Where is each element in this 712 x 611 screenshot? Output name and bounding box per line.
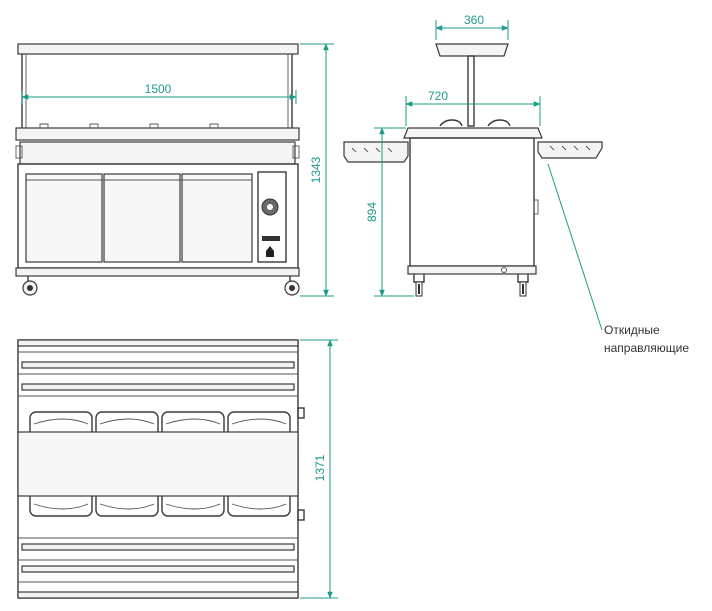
side-pan-1 [439, 119, 463, 127]
front-door-1 [25, 173, 103, 263]
side-tray-left [343, 141, 409, 163]
dim-plan-label: 1371 [313, 454, 327, 481]
side-tray-right [537, 141, 603, 159]
side-wheel-right [517, 274, 529, 297]
note-line-1: Откидные [604, 323, 660, 337]
dim-height-label: 1343 [309, 156, 323, 183]
note-line-2: направляющие [604, 341, 689, 355]
side-base [407, 265, 537, 275]
side-pan-2 [487, 119, 511, 127]
front-door-3 [181, 173, 253, 263]
front-apron [19, 141, 296, 165]
dim-depth-label: 720 [428, 89, 448, 103]
plan-gantry-shelf [17, 431, 299, 497]
side-counter-top [403, 127, 543, 139]
side-wheel-left [413, 274, 425, 297]
note-leader [547, 163, 603, 331]
side-gantry-top [435, 43, 509, 57]
plan-view: 1371 [17, 339, 338, 599]
dim-counter-label: 894 [365, 202, 379, 222]
front-wheel-right [284, 276, 300, 296]
switch-icon [262, 236, 280, 241]
front-counter-top [15, 127, 300, 141]
dim-width-label: 1500 [145, 82, 172, 96]
side-body [409, 137, 535, 267]
side-view: 360 720 [343, 13, 689, 355]
front-wheel-left [22, 276, 38, 296]
front-base [15, 267, 300, 277]
control-panel [257, 171, 287, 263]
front-door-2 [103, 173, 181, 263]
front-view: 1500 1343 [15, 43, 334, 297]
dim-gantry-label: 360 [464, 13, 484, 27]
front-top-shelf [17, 43, 299, 55]
arrow-up-icon [266, 246, 274, 251]
side-post [467, 55, 475, 127]
